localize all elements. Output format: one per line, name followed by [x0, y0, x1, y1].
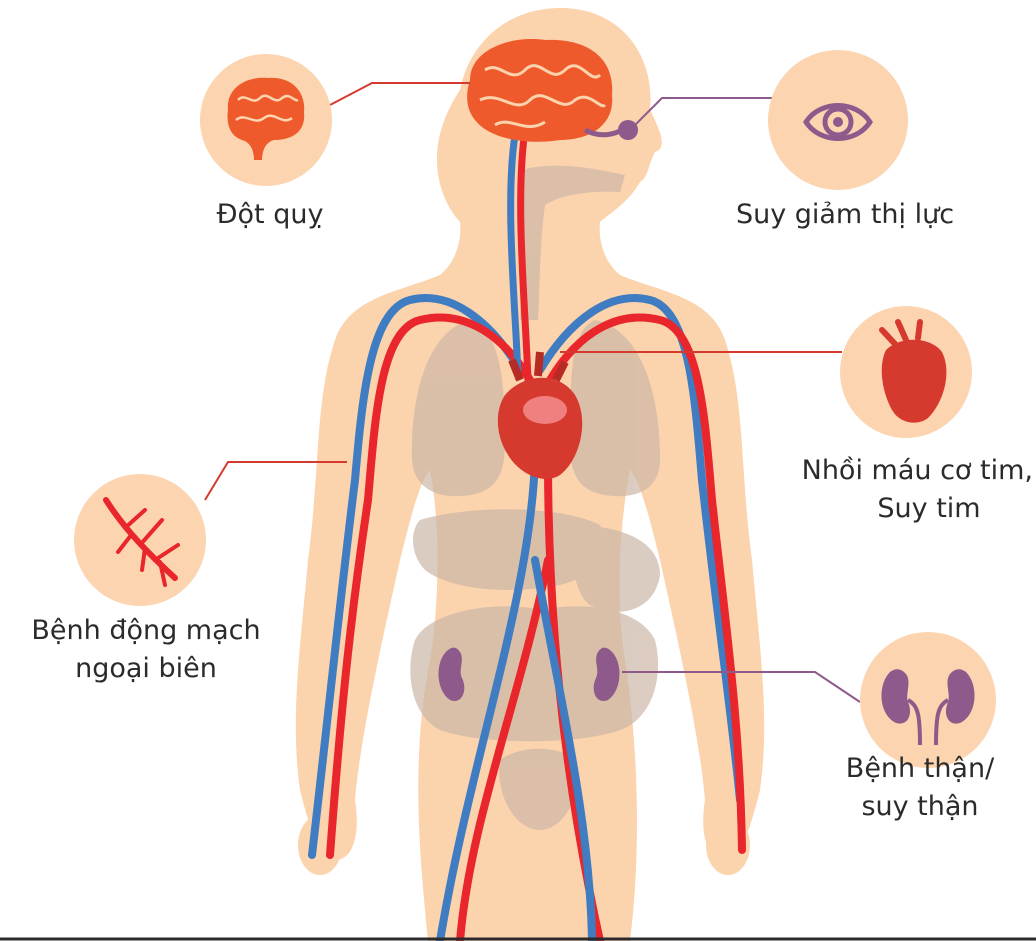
body-brain	[467, 39, 612, 142]
pad-badge	[74, 474, 206, 606]
label-kidney-line2: suy thận	[820, 788, 1020, 826]
label-stroke-text: Đột quỵ	[217, 199, 324, 230]
brain-shape	[467, 39, 612, 142]
label-kidney: Bệnh thận/ suy thận	[820, 750, 1020, 826]
label-pad-line2: ngoại biên	[6, 650, 286, 688]
stroke-badge	[200, 54, 332, 186]
label-heart: Nhồi máu cơ tim, Suy tim	[765, 452, 1033, 528]
eye-ball	[618, 120, 638, 140]
heart-highlight	[523, 396, 567, 424]
label-pad: Bệnh động mạch ngoại biên	[6, 612, 286, 688]
label-pad-line1: Bệnh động mạch	[6, 612, 286, 650]
connector-stroke	[330, 83, 470, 105]
heart-badge	[840, 306, 972, 438]
label-heart-line1: Nhồi máu cơ tim,	[765, 452, 1033, 490]
kidney-badge	[860, 632, 996, 768]
label-vision: Suy giảm thị lực	[705, 196, 985, 234]
label-vision-text: Suy giảm thị lực	[736, 199, 954, 230]
label-heart-line2: Suy tim	[765, 490, 1033, 528]
connector-vision	[635, 98, 772, 125]
label-stroke: Đột quỵ	[185, 196, 355, 234]
label-kidney-line1: Bệnh thận/	[820, 750, 1020, 788]
vision-badge	[768, 50, 908, 190]
kidney-circle	[860, 632, 996, 768]
